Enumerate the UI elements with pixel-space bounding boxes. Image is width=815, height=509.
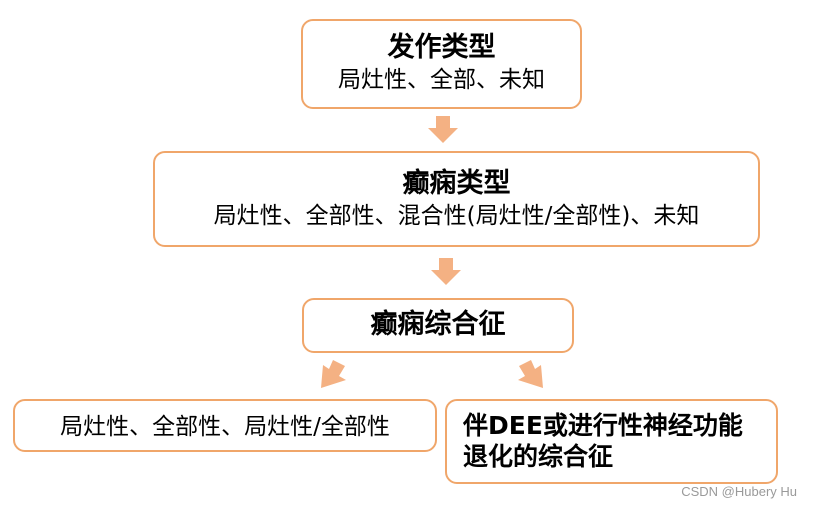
arrow-down-1 [428,116,458,143]
dee-syndrome-box: 伴DEE或进行性神经功能 退化的综合征 [445,399,778,484]
epilepsy-type-options: 局灶性、全部性、混合性(局灶性/全部性)、未知 [213,203,700,229]
epilepsy-syndrome-title: 癫痫综合征 [370,309,506,340]
epilepsy-type-box: 癫痫类型 局灶性、全部性、混合性(局灶性/全部性)、未知 [153,151,760,247]
focal-general-text: 局灶性、全部性、局灶性/全部性 [60,414,390,440]
epilepsy-type-title: 癫痫类型 [402,168,511,199]
dee-syndrome-line1: 伴DEE或进行性神经功能 [463,411,743,440]
epilepsy-syndrome-box: 癫痫综合征 [302,298,574,353]
arrow-down-left [321,360,346,388]
focal-general-box: 局灶性、全部性、局灶性/全部性 [13,399,437,452]
seizure-type-options: 局灶性、全部、未知 [338,67,545,93]
seizure-type-title: 发作类型 [387,32,496,63]
arrow-down-right [518,360,543,388]
seizure-type-box: 发作类型 局灶性、全部、未知 [301,19,582,109]
dee-syndrome-line2: 退化的综合征 [463,442,614,471]
arrow-down-2 [431,258,461,285]
watermark: CSDN @Hubery Hu [681,484,797,499]
